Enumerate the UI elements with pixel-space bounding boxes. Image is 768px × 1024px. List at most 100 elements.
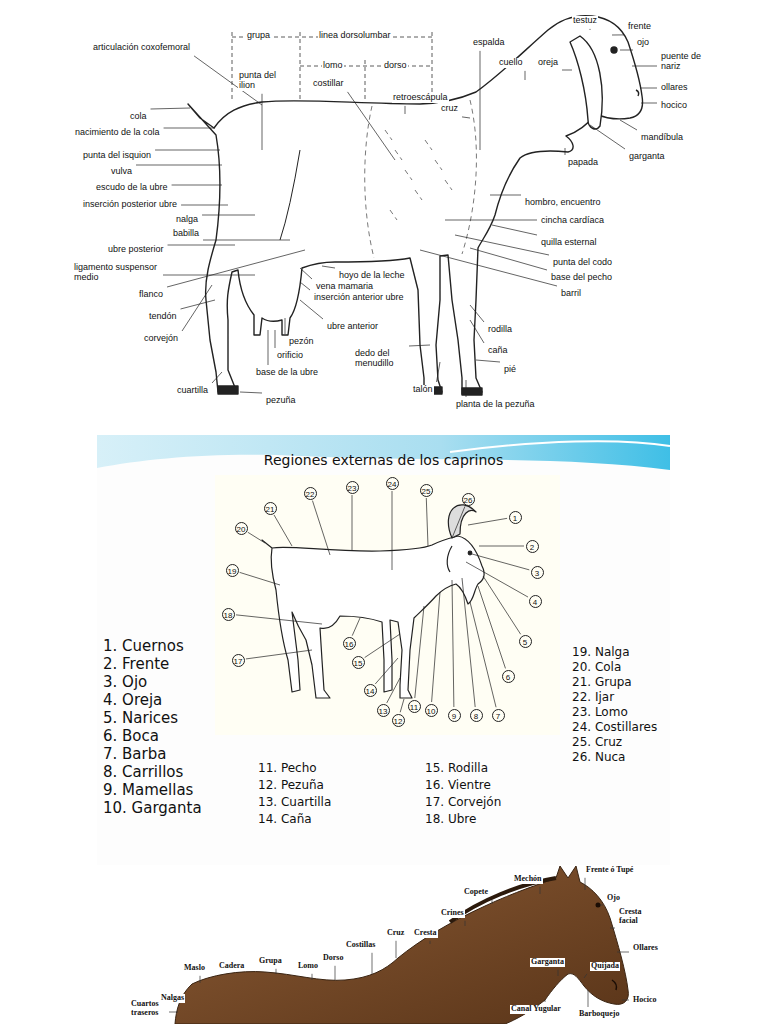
- part-label: corvejón: [143, 334, 179, 344]
- leader-line: [585, 878, 586, 890]
- region-list-item: 12. Pezuña: [258, 779, 324, 792]
- part-label: tendón: [148, 312, 178, 322]
- part-label: ojo: [636, 38, 650, 48]
- leader-line: [622, 1000, 629, 1001]
- region-list-item: 8. Carrillos: [103, 764, 183, 781]
- part-label: nacimiento de la cola: [74, 128, 161, 138]
- part-label: testuz: [572, 16, 598, 26]
- horse-part-label: Ollares: [632, 944, 659, 953]
- leader-line: [182, 285, 212, 331]
- leader-line: [312, 974, 313, 980]
- leader-line: [169, 1012, 178, 1013]
- callout-number: 22: [304, 487, 317, 500]
- part-label: hoyo de la leche: [338, 271, 406, 281]
- horse-part-label: Canal Yugular: [510, 1005, 562, 1014]
- leader-line: [478, 586, 505, 668]
- part-label: retroescápula: [392, 93, 449, 103]
- part-label: quilla esternal: [540, 238, 598, 248]
- dimension-bracket: [232, 32, 432, 100]
- part-label: pezuña: [265, 396, 297, 406]
- leader-line: [470, 305, 484, 322]
- leader-line: [476, 360, 500, 362]
- part-label: cuartilla: [176, 386, 209, 396]
- leader-line: [200, 976, 201, 983]
- leader-line: [203, 240, 290, 241]
- callout-number: 3: [531, 566, 544, 579]
- leader-line: [432, 592, 440, 702]
- horse-part-label: Garganta: [530, 958, 565, 967]
- callout-number: 10: [425, 704, 438, 717]
- image-box: [215, 475, 560, 735]
- leader-line: [492, 225, 537, 235]
- horse-part-label: Crines: [440, 909, 465, 918]
- region-list-item: 24. Costillares: [572, 721, 657, 734]
- part-label: espalda: [472, 38, 506, 48]
- part-label: inserción anterior ubre: [313, 293, 405, 303]
- region-list-item: 13. Cuartilla: [258, 796, 331, 809]
- region-list-item: 26. Nuca: [572, 751, 625, 764]
- region-list-item: 17. Corvejón: [425, 796, 501, 809]
- leader-line: [470, 320, 484, 343]
- leader-line: [466, 562, 528, 597]
- leader-line: [240, 572, 280, 585]
- part-label: cola: [129, 112, 148, 122]
- region-list-item: 16. Vientre: [425, 779, 491, 792]
- region-list-item: 15. Rodilla: [425, 762, 488, 775]
- part-label: articulación coxofemoral: [92, 43, 191, 53]
- region-list-item: 7. Barba: [103, 746, 166, 763]
- leader-line: [558, 970, 559, 976]
- leader-line: [590, 125, 625, 149]
- part-label: cruz: [440, 104, 459, 114]
- region-list-item: 10. Garganta: [103, 800, 202, 817]
- bracket-label: grupa: [246, 31, 271, 41]
- leader-line: [617, 952, 629, 953]
- callout-number: 5: [519, 635, 532, 648]
- callout-number: 21: [264, 502, 277, 515]
- bracket-label: linea dorsolumbar: [318, 31, 392, 41]
- callout-number: 24: [386, 477, 399, 490]
- bracket-label: lomo: [322, 61, 344, 71]
- region-list-item: 4. Oreja: [103, 692, 162, 709]
- leader-line: [466, 380, 467, 397]
- part-label: base de la ubre: [255, 368, 319, 378]
- horse-part-label: Barboquejo: [578, 1010, 620, 1019]
- part-label: ligamento suspensor medio: [73, 263, 160, 283]
- horse-part-label: Costillas: [345, 941, 376, 950]
- leader-line: [172, 185, 222, 186]
- part-label: caña: [487, 346, 509, 356]
- leader-line: [181, 300, 215, 309]
- leader-line: [452, 580, 454, 707]
- part-label: pezón: [288, 337, 315, 347]
- leader-line: [372, 953, 373, 974]
- region-list-item: 1. Cuernos: [103, 638, 184, 655]
- leader-line: [426, 498, 428, 546]
- region-list-item: 2. Frente: [103, 656, 169, 673]
- leader-line: [181, 205, 228, 206]
- part-label: ubre posterior: [107, 245, 165, 255]
- leader-line: [168, 245, 235, 246]
- leader-line: [392, 491, 393, 570]
- leader-line: [248, 532, 265, 543]
- leader-line: [490, 195, 521, 196]
- leader-line: [415, 606, 424, 698]
- horse-part-label: Grupa: [258, 957, 283, 966]
- leader-line: [492, 900, 493, 904]
- part-label: punta del codo: [552, 258, 613, 268]
- horse-part-label: Copete: [463, 888, 489, 897]
- leader-line: [274, 515, 292, 546]
- callout-number: 19: [226, 564, 239, 577]
- region-list-item: 19. Nalga: [572, 646, 630, 659]
- slide-swirl: [450, 441, 670, 452]
- region-list-item: 11. Pecho: [258, 762, 317, 775]
- region-list-item: 20. Cola: [572, 661, 621, 674]
- leader-line: [612, 34, 624, 35]
- horse-part-label: Dorso: [322, 954, 344, 963]
- leader-line: [155, 150, 220, 151]
- slide-band: [97, 435, 670, 470]
- horse-part-label: Cresta facial: [618, 908, 650, 926]
- region-list-item: 22. Ijar: [572, 691, 614, 704]
- leader-line: [588, 990, 589, 1007]
- callout-number: 23: [346, 481, 359, 494]
- horse-drawing: [175, 866, 628, 1024]
- leader-line: [455, 235, 549, 255]
